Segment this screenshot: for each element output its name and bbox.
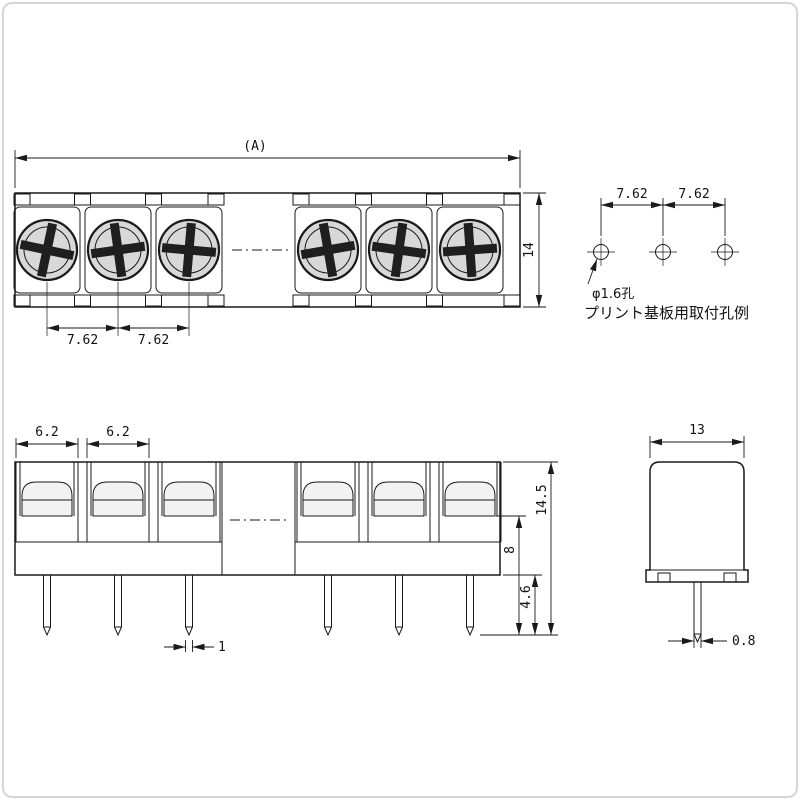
terminal-towers bbox=[15, 461, 502, 543]
dim-hole-pitch2-label: 7.62 bbox=[678, 187, 709, 202]
hole-pattern-caption: プリント基板用取付孔例 bbox=[584, 304, 749, 322]
hole-diameter-label: φ1.6孔 bbox=[592, 287, 634, 302]
top-view-body-outline bbox=[14, 192, 521, 308]
dim-opening2-label: 6.2 bbox=[106, 425, 129, 440]
dim-body-height-label: 8 bbox=[503, 546, 518, 554]
dim-pin-length-label: 4.6 bbox=[519, 585, 534, 608]
dim-body-depth-label: 14 bbox=[522, 242, 537, 258]
front-view: 6.2 6.2 14.5 8 4.6 bbox=[14, 425, 558, 655]
rim-tabs bbox=[13, 193, 521, 307]
dim-opening1-label: 6.2 bbox=[35, 425, 58, 440]
dim-heights: 14.5 8 4.6 bbox=[480, 461, 558, 636]
pcb-hole-pattern: 7.62 7.62 φ1.6孔 プリント基板用取付孔例 bbox=[584, 187, 749, 322]
dim-overall-width-label: (A) bbox=[243, 139, 266, 154]
top-view: (A) 14 7.62 7.62 bbox=[12, 139, 546, 348]
dim-width: 13 bbox=[649, 423, 745, 458]
standoff-notch bbox=[723, 572, 737, 583]
dim-pin-width: 1 bbox=[164, 640, 226, 655]
dim-pin-width-label: 1 bbox=[218, 640, 226, 655]
mounting-holes bbox=[587, 238, 739, 266]
hole-leader-line bbox=[587, 258, 598, 285]
dim-body-depth: 14 bbox=[522, 192, 546, 308]
dim-pin-thickness: 0.8 bbox=[668, 634, 755, 649]
dim-openings: 6.2 6.2 bbox=[15, 425, 150, 458]
dim-pitch2-label: 7.62 bbox=[138, 333, 169, 348]
front-view-body-outline bbox=[14, 461, 501, 576]
side-pin bbox=[693, 581, 702, 643]
dim-terminal-pitch: 7.62 7.62 bbox=[46, 282, 190, 348]
standoff-notch bbox=[657, 572, 671, 583]
dim-pin-thickness-label: 0.8 bbox=[732, 634, 755, 649]
side-view: 13 0.8 bbox=[645, 423, 755, 649]
dim-width-label: 13 bbox=[689, 423, 705, 438]
dim-hole-pitch: 7.62 7.62 bbox=[600, 187, 726, 236]
solder-pins bbox=[43, 574, 474, 636]
dim-total-height-label: 14.5 bbox=[535, 484, 550, 515]
dim-pitch1-label: 7.62 bbox=[67, 333, 98, 348]
dim-hole-pitch1-label: 7.62 bbox=[616, 187, 647, 202]
dim-overall-width: (A) bbox=[14, 139, 521, 188]
side-view-body-outline bbox=[645, 461, 749, 583]
